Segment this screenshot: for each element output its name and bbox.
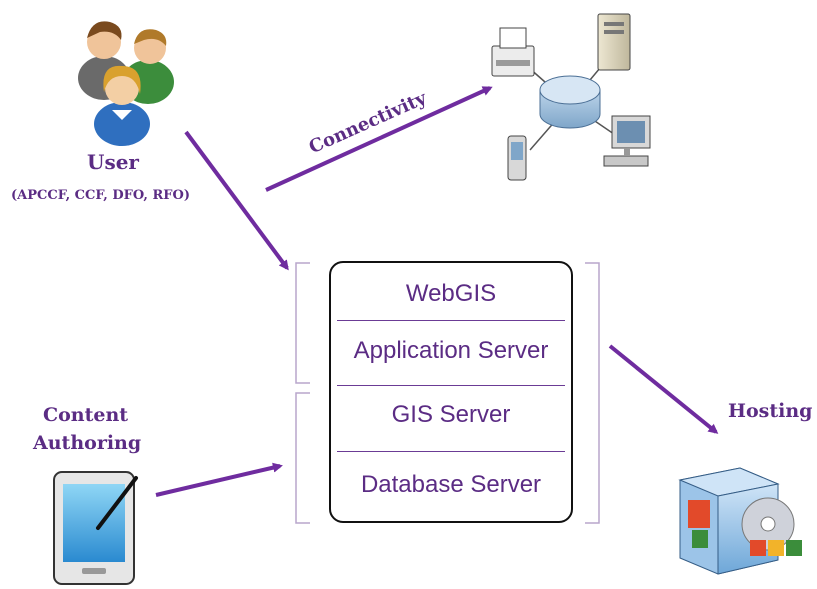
arrow-authoring-to-stack	[155, 462, 283, 497]
layer-separator	[337, 451, 565, 452]
arrow-stack-to-hosting	[608, 344, 719, 434]
user-title: User	[87, 150, 139, 174]
layer-database-server: Database Server	[360, 471, 542, 498]
hosting-label: Hosting	[728, 400, 813, 422]
user-roles: (APCCF, CCF, DFO, RFO)	[11, 188, 190, 203]
arrow-connectivity	[265, 86, 493, 192]
bracket-left-upper	[295, 262, 310, 384]
content-authoring-line1: Content	[43, 404, 129, 426]
layer-separator	[337, 385, 565, 386]
software-package-icon	[678, 467, 802, 575]
tablet-stylus-icon	[53, 471, 138, 585]
user-group-icon	[78, 21, 174, 146]
bracket-right	[585, 262, 600, 524]
layer-gis-server: GIS Server	[391, 401, 511, 428]
layer-separator	[337, 320, 565, 321]
network-devices-icon	[491, 13, 651, 181]
layer-application-server: Application Server	[353, 337, 549, 364]
layer-webgis: WebGIS	[405, 280, 497, 307]
bracket-left-lower	[295, 392, 310, 524]
content-authoring-line2: Authoring	[33, 432, 142, 454]
arrow-user-to-stack	[184, 130, 289, 271]
server-stack: WebGIS Application Server GIS Server Dat…	[329, 261, 573, 523]
